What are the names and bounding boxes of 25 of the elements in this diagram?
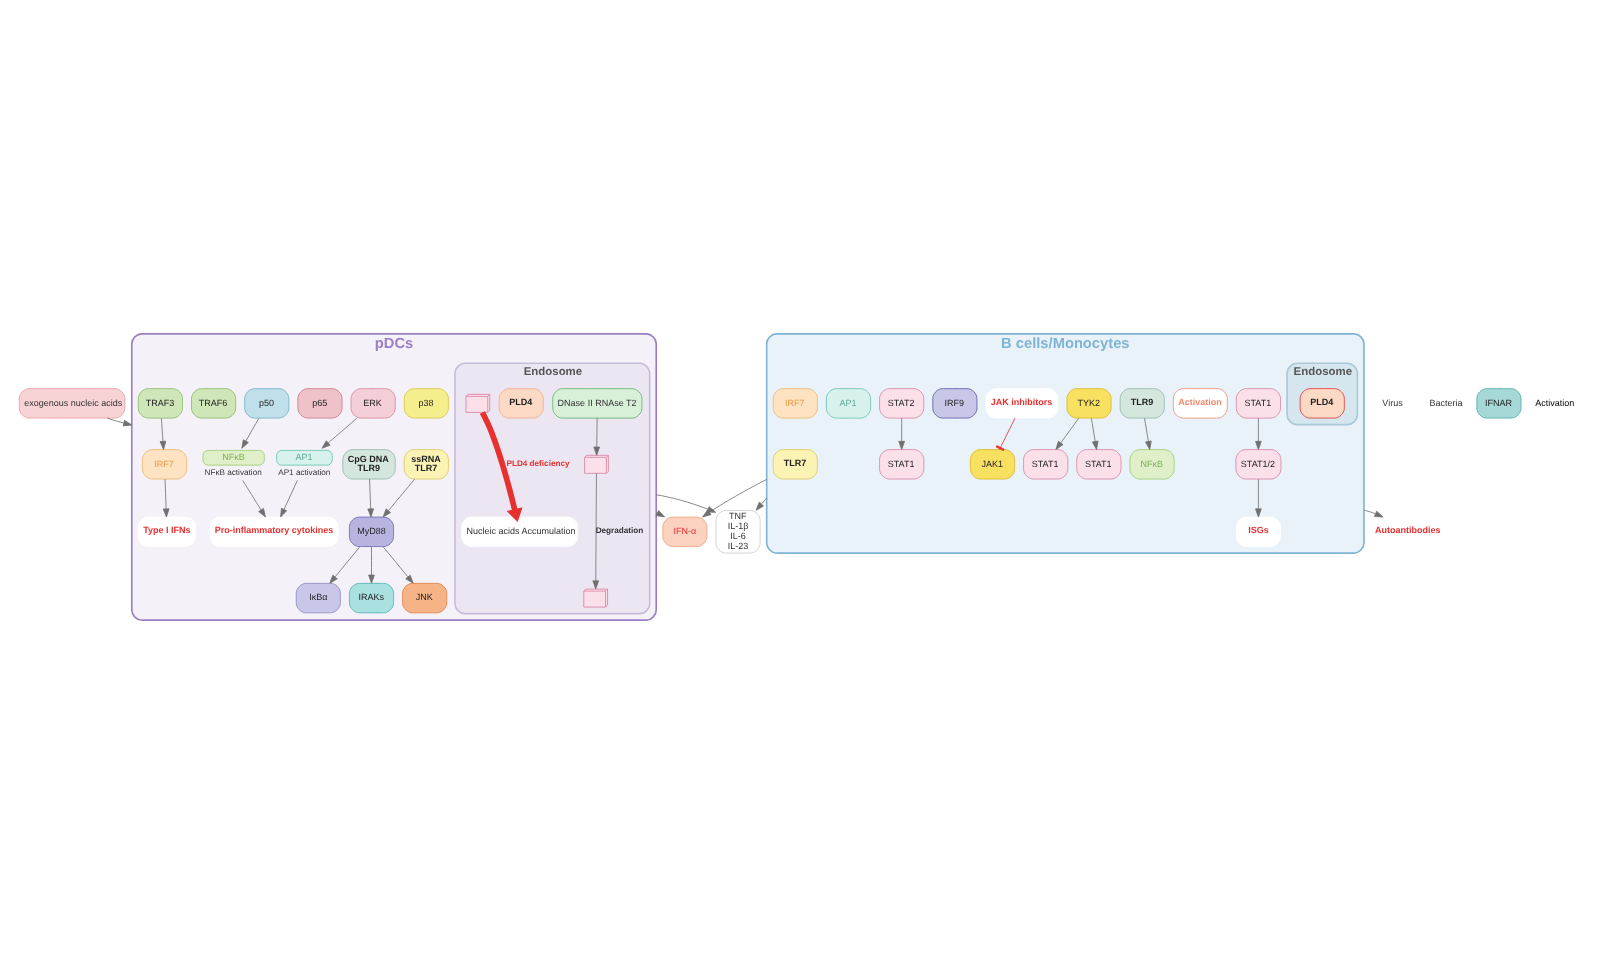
arrow <box>755 497 768 511</box>
arrow <box>329 546 361 584</box>
arrow <box>368 546 375 584</box>
arrow <box>479 411 523 523</box>
arrow <box>1144 417 1152 450</box>
arrow <box>593 417 600 456</box>
arrow <box>241 417 260 449</box>
arrow <box>1090 417 1099 450</box>
arrow <box>1363 509 1384 518</box>
arrow <box>382 546 414 584</box>
arrow <box>1255 478 1262 518</box>
arrow <box>655 510 665 518</box>
arrow <box>242 480 266 518</box>
arrow <box>898 417 905 450</box>
arrow <box>280 480 298 518</box>
arrow <box>106 417 133 427</box>
arrow <box>321 417 358 449</box>
connector <box>995 417 1016 452</box>
arrow <box>592 473 600 590</box>
arrow <box>1255 417 1262 450</box>
arrow <box>162 478 170 518</box>
arrow <box>1055 417 1080 450</box>
arrow <box>159 417 167 450</box>
arrow <box>367 478 374 518</box>
arrow <box>382 478 416 518</box>
